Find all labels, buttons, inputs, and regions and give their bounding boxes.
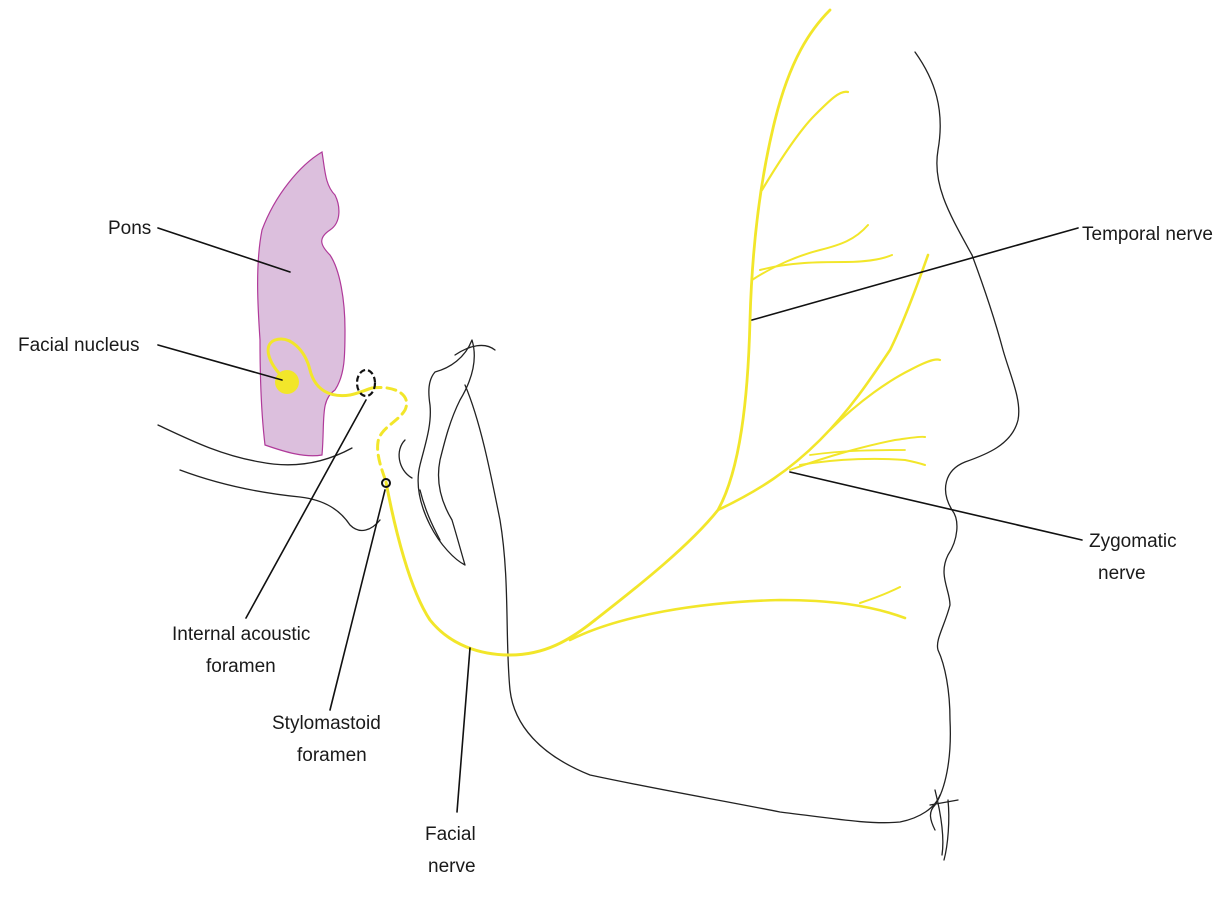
facial-nucleus-label: Facial nucleus [18,335,139,356]
stylomastoid-label-line1: Stylomastoid [272,713,381,734]
internal-acoustic-label-line1: Internal acoustic [172,624,310,645]
zygomatic-nerve-leader [790,472,1082,540]
internal-acoustic-label-line2: foramen [206,656,276,677]
facial-nerve-trunk [386,482,595,655]
ear-top-curve [455,345,495,355]
pons-shape [258,152,345,456]
mastoid-process [418,340,474,565]
zygomatic-label-line2: nerve [1098,563,1146,584]
facial-nerve-tree [268,10,940,655]
ear-canal-curve [399,440,412,478]
zygomatic-branch-1 [830,359,940,430]
facial-nerve-label-line1: Facial [425,824,476,845]
zygomatic-branch-2 [790,437,925,470]
upper-division [595,10,830,620]
styloid-process [420,490,440,540]
buccal-branch [570,600,905,640]
facial-nerve-label-line2: nerve [428,856,476,877]
temporal-branch-high [762,92,848,190]
face-profile-line [915,52,1019,830]
temporal-nerve-label: Temporal nerve [1082,224,1213,245]
stylomastoid-label-line2: foramen [297,745,367,766]
zygomatic-division [718,255,928,510]
neck-mark [930,790,958,860]
temporal-branch-low [760,255,892,270]
buccal-branch-split [860,587,900,603]
facial-nucleus-dot [275,370,299,394]
lower-skull-line [180,470,380,530]
facial-nerve-leader [457,648,470,812]
stylomastoid-leader [330,490,385,710]
temporal-nerve-leader [752,228,1078,320]
zygomatic-branch-4 [810,450,905,455]
pons-label: Pons [108,218,151,239]
labels: Pons Facial nucleus Temporal nerve Zygom… [18,218,1213,877]
temporal-branch-mid [752,225,868,280]
zygomatic-label-line1: Zygomatic [1089,531,1177,552]
face-profile [465,52,1019,860]
